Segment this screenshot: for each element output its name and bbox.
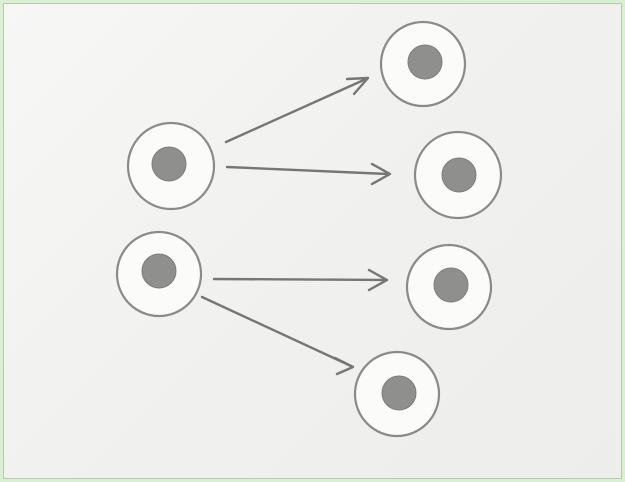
arrow-source2-target4 — [202, 297, 353, 374]
diagram-sheet — [3, 3, 622, 479]
source-cell-2 — [117, 232, 201, 316]
cell-division-diagram — [4, 4, 621, 478]
target-cell-1 — [381, 22, 465, 106]
arrow-source1-target1 — [226, 78, 368, 142]
arrow-source2-target3 — [214, 270, 387, 290]
target-cell-3 — [407, 245, 491, 329]
target-cell-2 — [415, 132, 501, 218]
target-cell-4 — [355, 352, 439, 436]
arrow-source1-target2 — [227, 164, 390, 184]
source-cell-1 — [128, 123, 214, 209]
